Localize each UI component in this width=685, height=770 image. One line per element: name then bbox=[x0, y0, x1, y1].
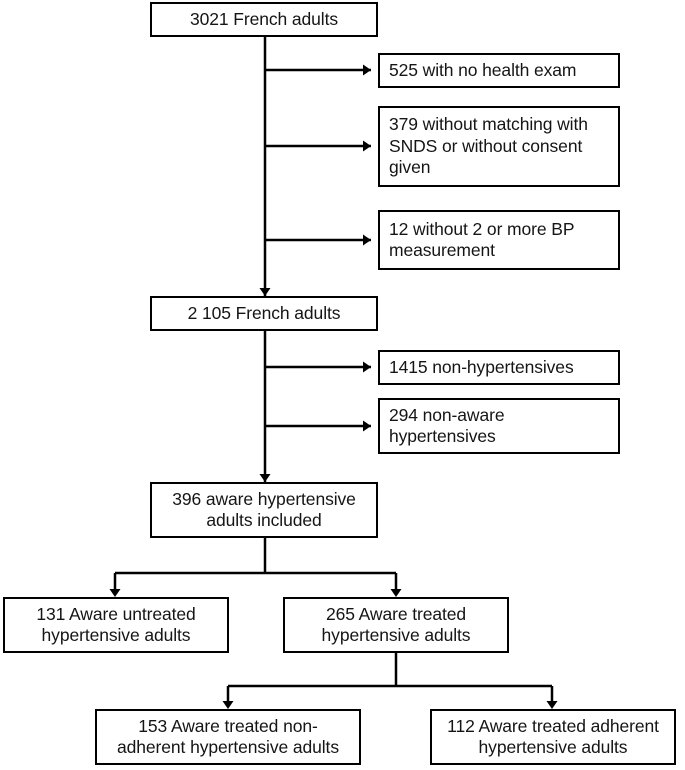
arrowhead-untreated bbox=[109, 589, 121, 597]
arrowhead-adherent bbox=[546, 701, 558, 709]
node-source-population-label: 3021 French adults bbox=[189, 8, 339, 29]
node-aware-untreated-label: 131 Aware untreated hypertensive adults bbox=[36, 603, 196, 645]
node-excluded-no-health-exam: 525 with no health exam bbox=[378, 53, 620, 88]
node-included-aware: 396 aware hypertensive adults included bbox=[150, 482, 378, 538]
arrowhead-included bbox=[259, 474, 271, 482]
node-treated-adherent-label: 112 Aware treated adherent hypertensive … bbox=[447, 715, 659, 757]
arrowhead-layer bbox=[109, 64, 558, 709]
arrowhead-no-matching bbox=[363, 140, 371, 152]
node-eligible-population-label: 2 105 French adults bbox=[187, 302, 341, 323]
node-included-aware-label: 396 aware hypertensive adults included bbox=[172, 488, 356, 530]
node-treated-non-adherent: 153 Aware treated non-adherent hypertens… bbox=[95, 709, 361, 765]
arrowhead-no-bp bbox=[363, 234, 371, 246]
node-aware-treated-label: 265 Aware treated hypertensive adults bbox=[321, 603, 471, 645]
node-excluded-non-aware-label: 294 non-aware hypertensives bbox=[389, 404, 505, 446]
arrowhead-eligible bbox=[259, 288, 271, 296]
arrowhead-non-adherent bbox=[222, 701, 234, 709]
node-source-population: 3021 French adults bbox=[150, 2, 378, 37]
node-excluded-no-bp-label: 12 without 2 or more BP measurement bbox=[389, 218, 575, 260]
node-aware-treated: 265 Aware treated hypertensive adults bbox=[283, 597, 509, 653]
node-aware-untreated: 131 Aware untreated hypertensive adults bbox=[3, 597, 229, 653]
node-excluded-no-health-exam-label: 525 with no health exam bbox=[389, 59, 577, 80]
arrowhead-treated bbox=[390, 589, 402, 597]
node-treated-adherent: 112 Aware treated adherent hypertensive … bbox=[430, 709, 676, 765]
node-excluded-non-hypertensive: 1415 non-hypertensives bbox=[378, 350, 620, 385]
arrowhead-no-health-exam bbox=[363, 64, 371, 76]
node-excluded-non-aware: 294 non-aware hypertensives bbox=[378, 398, 620, 454]
node-excluded-non-hypertensive-label: 1415 non-hypertensives bbox=[389, 356, 574, 377]
arrowhead-non-aware bbox=[363, 420, 371, 432]
node-excluded-no-bp: 12 without 2 or more BP measurement bbox=[378, 210, 620, 270]
arrowhead-non-hypertensive bbox=[363, 361, 371, 373]
node-excluded-no-matching-label: 379 without matching with SNDS or withou… bbox=[389, 114, 588, 178]
node-excluded-no-matching: 379 without matching with SNDS or withou… bbox=[378, 106, 620, 187]
node-eligible-population: 2 105 French adults bbox=[150, 296, 378, 331]
node-treated-non-adherent-label: 153 Aware treated non-adherent hypertens… bbox=[117, 715, 339, 757]
